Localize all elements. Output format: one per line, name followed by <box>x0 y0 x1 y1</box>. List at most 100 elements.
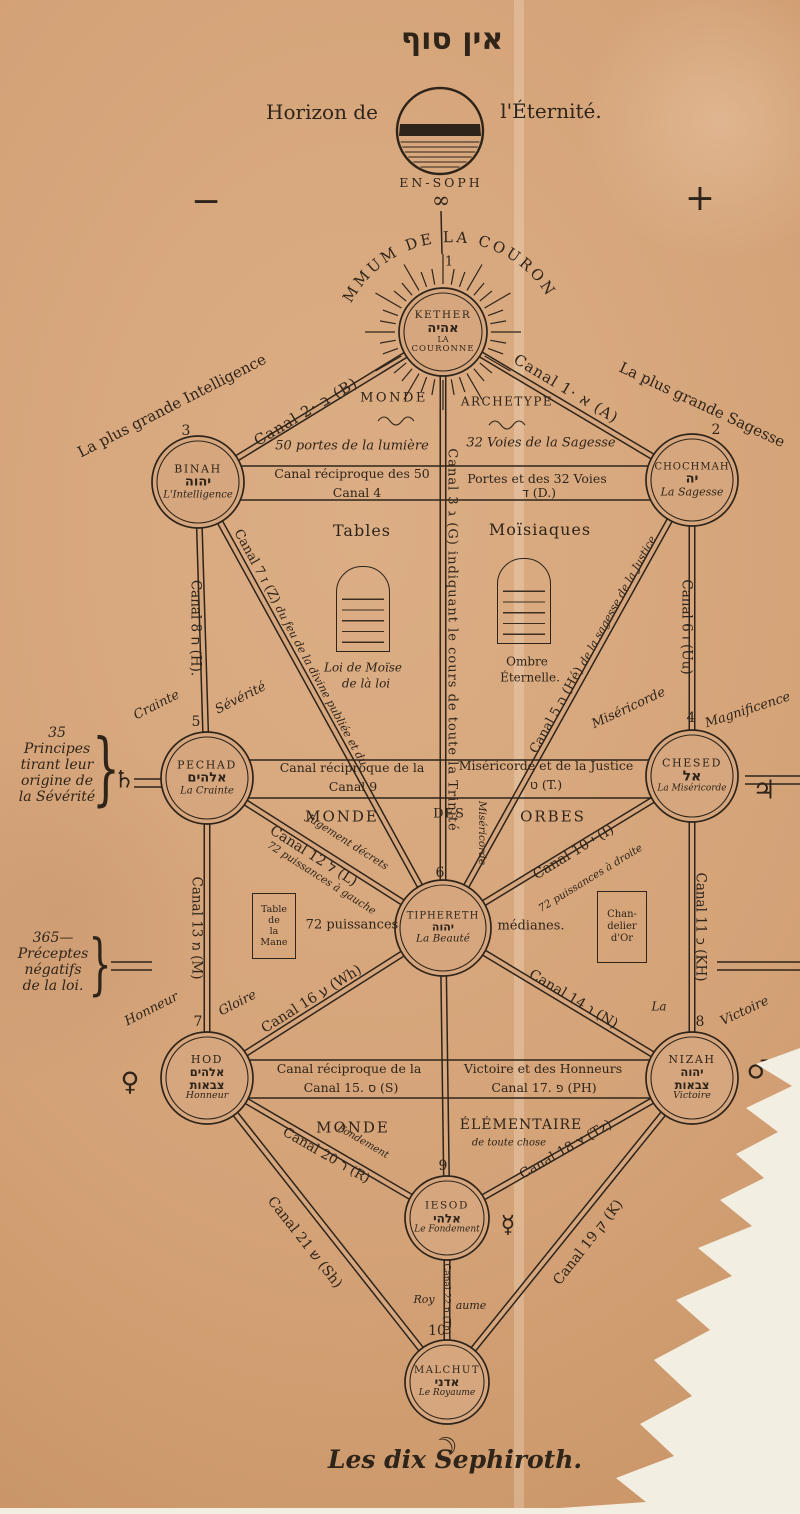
chesed-number: 4 <box>686 710 696 727</box>
canal-9-line2-left: Canal 9 <box>328 779 378 794</box>
canal-8-label: Canal 8 ח (H). <box>187 579 204 677</box>
sephira-hebrew: יה <box>685 471 699 487</box>
tiphereth-number: 6 <box>435 865 445 882</box>
sephira-line: COURONNE <box>411 343 475 354</box>
sephira-name: PECHAD <box>177 758 237 772</box>
sephira-hebrew: יהוה <box>431 920 455 934</box>
nizah-number: 8 <box>695 1014 705 1031</box>
sephira-subtitle: Le Fondement <box>414 1224 480 1235</box>
chandelier-line: Chan- <box>607 909 637 921</box>
brace-left-2: } <box>88 925 112 1003</box>
tables-title-right: Moïsiaques <box>488 520 592 540</box>
chandelier-box: Chan- delier d'Or <box>597 891 647 963</box>
mane-line: Mane <box>260 937 288 949</box>
monde-elementaire-left: MONDE <box>316 1118 390 1137</box>
sephira-name: CHESED <box>661 756 723 770</box>
tablet-right-caption2: Éternelle. <box>500 670 560 685</box>
monde-archetype-left: MONDE <box>360 390 428 406</box>
sephira-name: BINAH <box>174 462 222 476</box>
sephira-malchut: MALCHUT אדני Le Royaume <box>395 1365 499 1399</box>
paper-crease <box>514 0 524 1508</box>
canal-6-label: Canal 6 ו (Uu) <box>678 579 695 675</box>
monde-elementaire-sub: de toute chose <box>471 1137 547 1149</box>
sephira-hod: HOD אלהים צבאות Honneur <box>155 1053 259 1102</box>
table-mane-box: Table de la Mane <box>252 893 296 959</box>
sephira-name: HOD <box>190 1053 224 1067</box>
tables-title-left: Tables <box>332 521 392 541</box>
sephira-subtitle: La Crainte <box>180 785 234 797</box>
canal-bands <box>111 210 800 1099</box>
hod-number: 7 <box>193 1014 203 1031</box>
voies-label: 32 Voies de la Sagesse <box>466 435 616 451</box>
puissances-medianes-right: médianes. <box>497 918 565 934</box>
mane-line: la <box>269 926 279 937</box>
note-line: de la loi. <box>22 978 84 994</box>
sephira-pechad: PECHAD אלהים La Crainte <box>155 758 259 797</box>
sephira-hebrew: יהוה <box>184 474 212 490</box>
sephira-name: TIPHERETH <box>406 910 480 922</box>
sephira-subtitle: La Miséricorde <box>657 783 727 794</box>
flourish-icon <box>377 416 526 430</box>
sephira-iesod: IESOD אלהי Le Fondement <box>395 1199 499 1236</box>
chochmah-number: 2 <box>711 422 721 439</box>
royaume-right: aume <box>455 1298 487 1312</box>
misericorde-vertical: Miséricorde <box>475 800 488 866</box>
plus-sign: + <box>684 177 716 219</box>
note-line: 35 <box>48 725 66 741</box>
sephira-name: NIZAH <box>668 1053 716 1067</box>
canal-15-line2: Canal 15. ס (S) <box>303 1080 399 1095</box>
kether-rays <box>365 254 521 410</box>
venus-symbol: ♀ <box>120 1067 140 1098</box>
horizon-circle <box>395 86 485 176</box>
chandelier-line: delier <box>607 921 637 933</box>
canal-9-line1-left: Canal réciproque de la <box>279 760 425 775</box>
jupiter-symbol: ♃ <box>752 775 776 806</box>
sephira-name: CHOCHMAH <box>654 461 730 473</box>
sephira-kether: KETHER אהיה LA COURONNE <box>391 309 495 354</box>
note-line: tirant leur <box>20 757 94 773</box>
canal-9-line2-right: ט (T.) <box>529 777 563 792</box>
monde-elementaire-right: ÉLÉMENTAIRE <box>459 1117 583 1134</box>
tablet-right-caption1: Ombre <box>506 654 548 669</box>
sephira-subtitle: Honneur <box>185 1090 229 1102</box>
sephira-hebrew: צבאות <box>674 1077 710 1092</box>
sephira-hebrew: אדני <box>434 1374 460 1389</box>
figure-caption: Les dix Sephiroth. <box>327 1445 583 1474</box>
malchut-number: 10 <box>428 1323 446 1340</box>
sephira-chesed: CHESED אל La Miséricorde <box>640 757 744 794</box>
mercury-symbol: ☿ <box>500 1210 516 1239</box>
sephira-circles <box>151 287 739 1425</box>
portes-label: 50 portes de la lumière <box>275 438 429 454</box>
en-soph-label: EN-SOPH <box>399 175 483 190</box>
note-line: la Sévérité <box>18 789 96 805</box>
mane-line: de <box>268 914 280 926</box>
sephira-tiphereth: TIPHERETH יהוה La Beauté <box>391 911 495 946</box>
sephira-name: KETHER <box>414 309 472 322</box>
sephira-name: MALCHUT <box>413 1364 481 1376</box>
tablet-right <box>497 558 551 644</box>
canal-4-line1-right: Portes et des 32 Voies <box>467 471 607 486</box>
chandelier-line: d'Or <box>610 932 634 944</box>
side-note-365-preceptes: 365— Préceptes négatifs de la loi. <box>18 930 89 994</box>
sephira-hebrew: אלהי <box>433 1211 461 1226</box>
canal-lines <box>194 328 696 1385</box>
canal-15-line1: Canal réciproque de la <box>276 1061 422 1076</box>
monde-orbes-mid: DES <box>433 806 465 822</box>
tablet-left-caption2: de là loi <box>341 676 391 691</box>
sephira-line: LA <box>437 334 449 344</box>
sephira-subtitle: La Beauté <box>416 932 470 945</box>
mars-symbol: ♂ <box>746 1055 770 1086</box>
canal-13-label: Canal 13 מ (M) <box>188 876 205 980</box>
mane-line: Table <box>260 903 287 915</box>
canal-17-line1: Victoire et des Honneurs <box>463 1061 623 1076</box>
sephira-subtitle: Victoire <box>673 1090 711 1102</box>
ein-soph-hebrew: אין סוף <box>400 22 504 58</box>
sephira-hebrew: צבאות <box>189 1077 225 1092</box>
sephira-subtitle: Le Royaume <box>418 1388 476 1399</box>
note-line: origine de <box>20 773 94 789</box>
sephira-subtitle: La Sagesse <box>660 485 724 499</box>
iesod-number: 9 <box>438 1158 448 1175</box>
sephira-chochmah: CHOCHMAH יה La Sagesse <box>640 461 744 498</box>
sephira-name: IESOD <box>424 1199 470 1212</box>
